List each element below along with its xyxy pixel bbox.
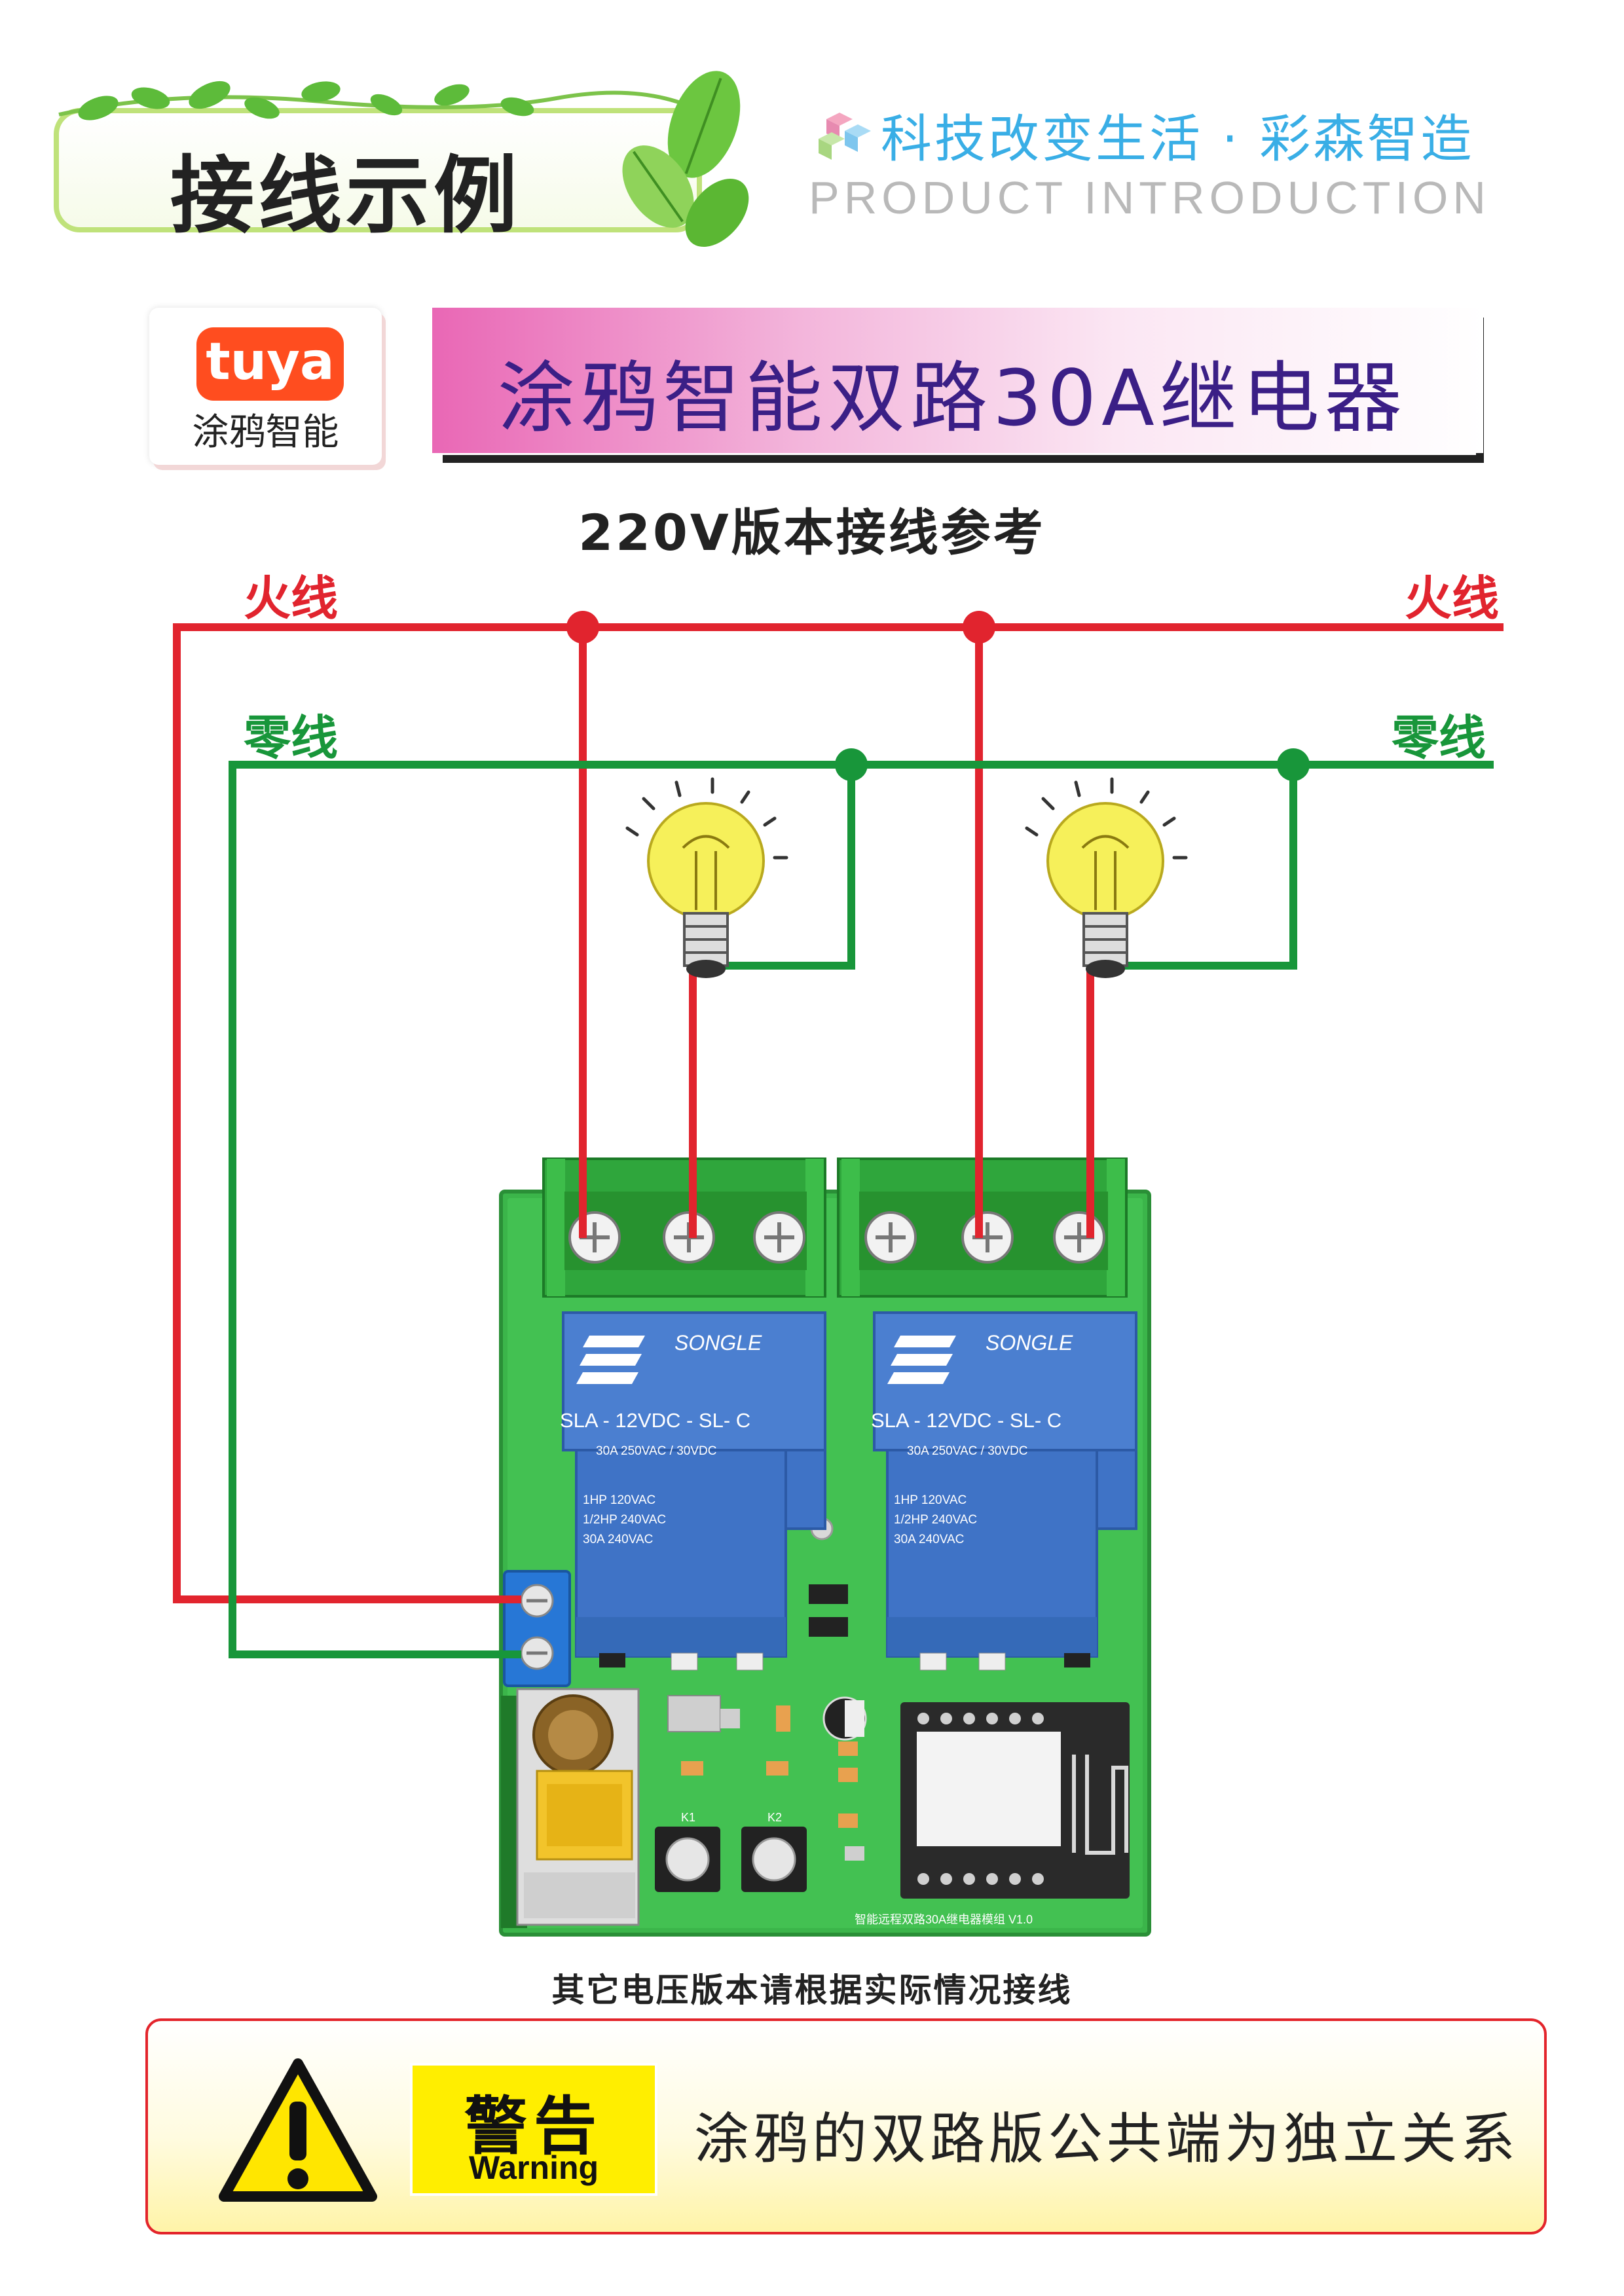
relay-1 — [562, 1311, 826, 1658]
relay-2 — [873, 1311, 1137, 1658]
button-label-k2: K2 — [767, 1811, 782, 1824]
product-title-banner — [432, 308, 1483, 453]
input-terminal — [503, 1570, 571, 1687]
relay-2-spec3: 30A 240VAC — [894, 1533, 964, 1546]
banner-shadow — [443, 455, 1484, 463]
power-module — [516, 1688, 640, 1926]
warning-badge-cn: 警告 — [464, 2090, 603, 2163]
neutral-wire-label-right: 零线 — [1392, 710, 1486, 765]
wiring-note: 其它电压版本请根据实际情况接线 — [551, 1971, 1073, 2009]
header-frame — [54, 108, 702, 232]
diagram-title: 220V版本接线参考 — [578, 503, 1046, 562]
tact-buttons — [655, 1827, 807, 1892]
relay-2-brand: SONGLE — [986, 1331, 1073, 1355]
relay-1-brand: SONGLE — [674, 1331, 762, 1355]
light-bulb-icon — [1025, 777, 1188, 978]
relay-1-spec2: 1/2HP 240VAC — [583, 1513, 666, 1527]
neutral-wire-label-left: 零线 — [244, 710, 339, 765]
subtitle: PRODUCT INTRODUCTION — [809, 172, 1490, 223]
relay-1-model: SLA - 12VDC - SL- C — [560, 1409, 750, 1432]
wire-junctions — [566, 611, 1310, 781]
warning-badge — [413, 2066, 655, 2193]
warning-triangle-icon — [219, 2058, 377, 2202]
warning-box — [145, 2018, 1547, 2234]
tuya-logo: tuya — [196, 327, 344, 401]
leaf-vine-decoration — [58, 71, 749, 247]
relay-2-spec1: 1HP 120VAC — [894, 1493, 967, 1507]
relay-2-spec2: 1/2HP 240VAC — [894, 1513, 977, 1527]
live-wire-label-right: 火线 — [1405, 571, 1500, 626]
relay-1-spec3: 30A 240VAC — [583, 1533, 653, 1546]
board-label: 智能远程双路30A继电器模组 V1.0 — [855, 1913, 1033, 1926]
relay-1-rating: 30A 250VAC / 30VDC — [596, 1444, 716, 1458]
live-wire-label-left: 火线 — [244, 571, 339, 626]
brand-name: 涂鸦智能 — [192, 411, 339, 454]
relay-1-spec1: 1HP 120VAC — [583, 1493, 655, 1507]
warning-badge-en: Warning — [468, 2149, 599, 2186]
live-wire — [173, 623, 1504, 1603]
page-title: 接线示例 — [170, 147, 522, 245]
cube-logo-icon — [819, 113, 871, 160]
product-title: 涂鸦智能双路30A继电器 — [498, 353, 1407, 443]
wifi-module — [900, 1702, 1130, 1899]
relay-2-model: SLA - 12VDC - SL- C — [871, 1409, 1061, 1432]
smd-components — [599, 1584, 1090, 1861]
light-bulb-icon — [625, 777, 788, 978]
songle-logo-icon — [576, 1336, 645, 1384]
slogan: 科技改变生活 · 彩森智造 — [881, 110, 1475, 169]
relay-2-rating: 30A 250VAC / 30VDC — [907, 1444, 1027, 1458]
songle-logo-icon — [887, 1336, 956, 1384]
warning-message: 涂鸦的双路版公共端为独立关系 — [694, 2107, 1520, 2171]
button-label-k1: K1 — [681, 1811, 695, 1824]
